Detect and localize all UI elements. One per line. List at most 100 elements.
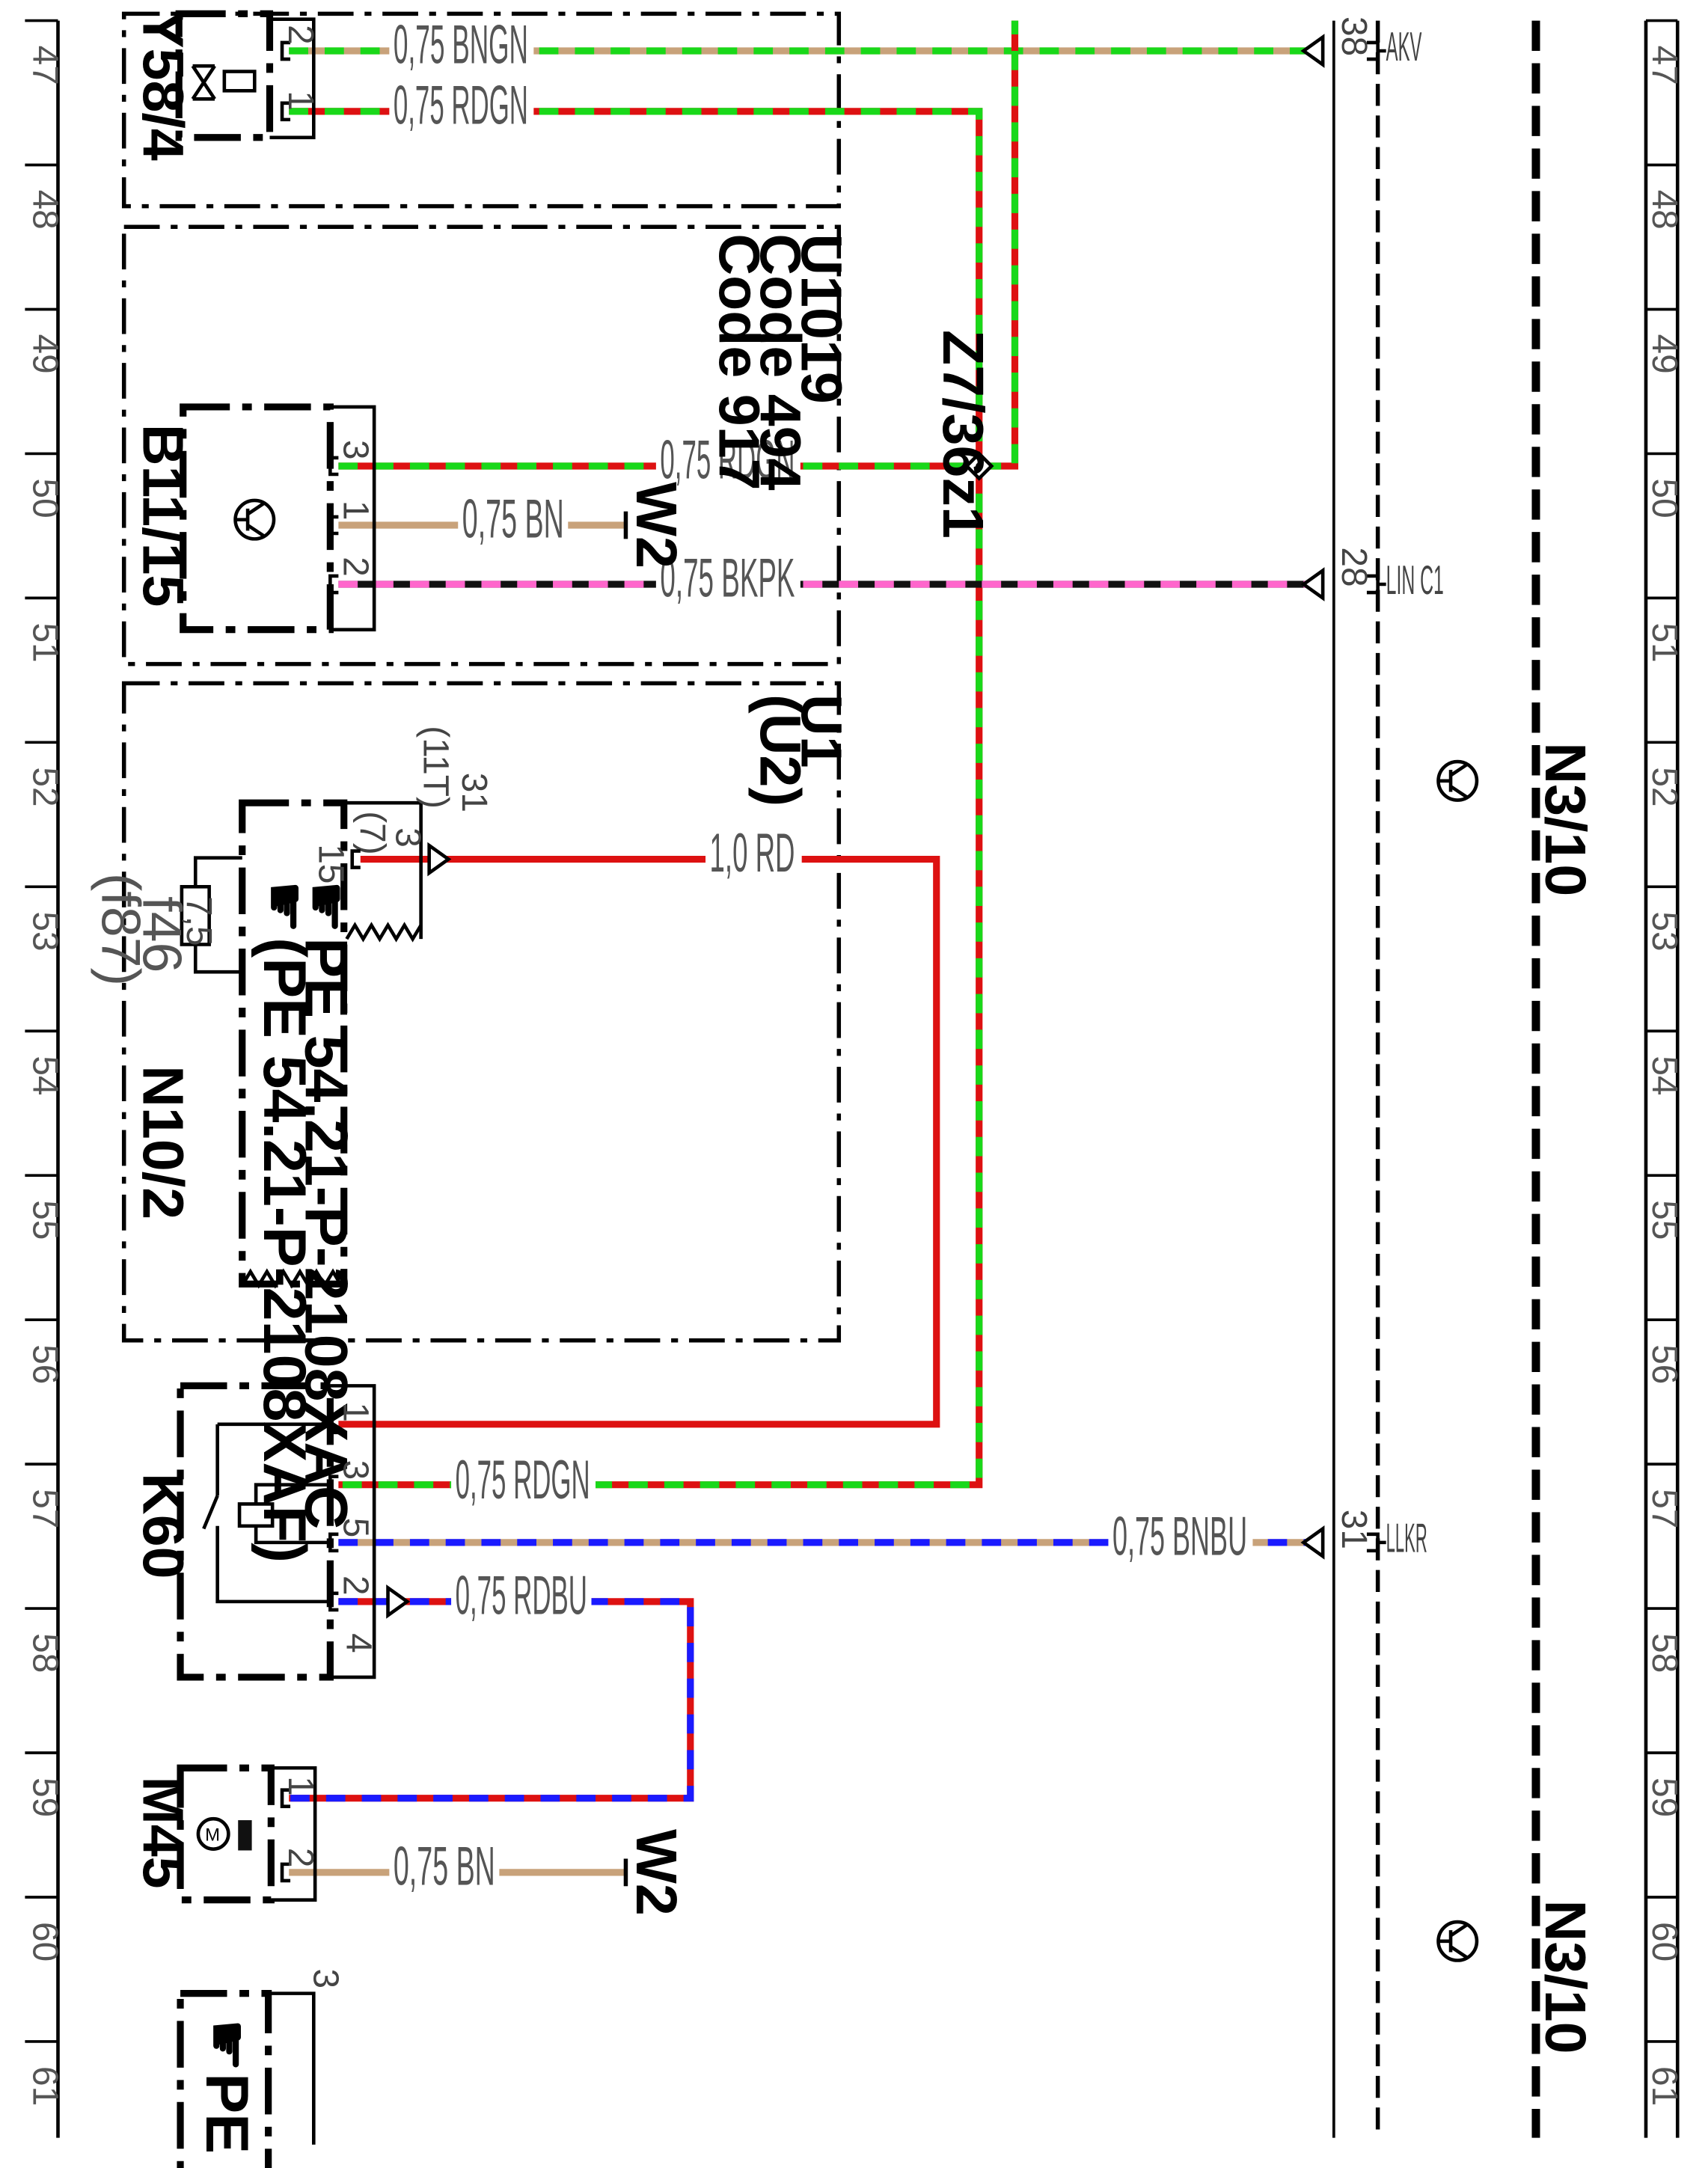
k60-connector	[330, 1384, 376, 1679]
ruler-number: 56	[1644, 1344, 1684, 1384]
wire-k60-rdbu-base	[289, 1598, 694, 1802]
pin-k60-2: 2	[336, 1576, 376, 1596]
pin-b11-1: 1	[336, 500, 376, 521]
label-n10-2: N10/2	[130, 1065, 195, 1219]
pin-bottom-3: 3	[305, 1969, 345, 1989]
label-w2-b: W2	[624, 1829, 688, 1916]
arrow-llkr-icon	[1300, 1525, 1325, 1560]
u1019-labels: U1019 Code 494 Code 917	[706, 233, 853, 490]
ruler-number: 47	[1644, 46, 1684, 85]
pin-m45-2: 2	[281, 1848, 320, 1868]
pin-bracket	[328, 515, 339, 536]
wire-label-y58-bngn: 0,75 BNGN	[394, 13, 528, 76]
wire-label-m45-bn: 0,75 BN	[394, 1834, 495, 1896]
ruler-number: 49	[25, 334, 64, 374]
pin-y58-2: 2	[281, 25, 320, 45]
ruler-number: 55	[1644, 1200, 1684, 1240]
k60-box	[177, 1382, 334, 1681]
component-pin-labels: 2 1 3 1 2 1 3 5 2 4 1 2	[281, 25, 378, 1867]
wire-label-n10-rd: 1,0 RD	[710, 821, 795, 884]
terminal-akv-bracket	[1366, 40, 1386, 61]
wire-label-k60-rdgn: 0,75 RDGN	[456, 1448, 590, 1510]
pin-k60-3: 3	[336, 1460, 376, 1480]
relay-coil-icon	[237, 1502, 275, 1528]
pin-bracket	[350, 849, 361, 869]
wire-label-b11-bkpk: 0,75 BKPK	[660, 547, 795, 609]
ruler-number: 61	[25, 2066, 64, 2106]
relay-switch-icon	[202, 1495, 219, 1530]
motor-brush-icon	[238, 1820, 252, 1851]
wire-labels: 0,75 BNGN 0,75 RDGN 0,75 RDGN 0,75 BN 0,…	[394, 13, 1247, 1897]
terminal-lin-bracket	[1366, 574, 1386, 595]
ruler-number: 54	[1644, 1056, 1684, 1095]
splice-z7-36z1: Z7/36z1	[931, 330, 995, 539]
ruler-number: 59	[25, 1777, 64, 1817]
pin-n3-31: 31	[1334, 1510, 1374, 1549]
ruler-number: 57	[25, 1489, 64, 1528]
pin-n3-38: 38	[1334, 16, 1374, 56]
ruler-number: 58	[25, 1633, 64, 1673]
hand-icon: ☛	[193, 2018, 260, 2072]
pin-bracket	[280, 1862, 291, 1883]
ruler-number: 53	[25, 911, 64, 951]
terminal-llkr: LLKR	[1386, 1515, 1427, 1561]
pin-n10-7: (7)	[352, 811, 392, 854]
label-u1: U1	[789, 694, 854, 768]
component-bottom-partial: ☛ PE ( 3	[177, 1969, 345, 2168]
pe-note-b: (PE 54.21-P-2108XAF)	[251, 937, 318, 1563]
motor-icon	[196, 1816, 230, 1851]
transistor-symbol-icon	[235, 501, 266, 538]
ruler-number: 60	[25, 1922, 64, 1962]
n10-2-connector-line	[343, 800, 423, 940]
component-y58-4: Y58/4	[130, 10, 316, 161]
m45-box	[177, 1764, 275, 1904]
ruler-number: 54	[25, 1056, 64, 1095]
ruler-number: 59	[1644, 1777, 1684, 1817]
terminal-llkr-bracket	[1366, 1532, 1386, 1553]
component-m45: M M45	[130, 1764, 317, 1904]
pin-bracket	[280, 40, 291, 61]
arrow-akv-icon	[1300, 34, 1325, 68]
ruler-number: 48	[25, 190, 64, 230]
label-u2: (U2)	[748, 694, 812, 806]
ground-w2-b: W2	[623, 1829, 688, 1916]
k60-internal-wiring	[215, 1422, 331, 1604]
ruler-number: 49	[1644, 334, 1684, 374]
label-code-494: Code 494	[748, 233, 812, 490]
ruler-number: 51	[1644, 622, 1684, 662]
wire-label-k60-bnbu: 0,75 BNBU	[1112, 1504, 1247, 1567]
ruler-number: 56	[25, 1344, 64, 1384]
ruler-number: 61	[1644, 2066, 1684, 2106]
wire-label-k60-rdbu: 0,75 RDBU	[456, 1564, 587, 1626]
fuse-value: 7,5	[179, 896, 218, 946]
label-b11-15: B11/15	[130, 424, 195, 607]
b11-15-connector	[330, 405, 376, 631]
pin-k60-5: 5	[336, 1518, 376, 1538]
pin-bracket	[328, 574, 339, 595]
m45-connector	[271, 1766, 317, 1902]
pin-n10-3: 3	[388, 827, 428, 848]
ruler-number: 50	[1644, 479, 1684, 518]
pin-b11-2: 2	[336, 557, 376, 577]
pin-m45-1: 1	[281, 1776, 320, 1796]
ruler-number: 55	[25, 1200, 64, 1240]
fuse-name: f46	[131, 896, 193, 973]
wire-k60-rdbu-stripe	[289, 1598, 694, 1802]
ruler-number: 48	[1644, 190, 1684, 230]
ruler-number: 58	[1644, 1633, 1684, 1673]
fuse-icon	[180, 884, 211, 946]
y58-4-connector	[269, 17, 316, 140]
panel-u1019	[121, 224, 842, 667]
n3-10-transistor-b-icon	[1436, 1920, 1479, 1962]
wire-label-b11-bn: 0,75 BN	[462, 488, 564, 550]
ruler-number: 53	[1644, 911, 1684, 951]
label-m45: M45	[130, 1777, 195, 1889]
terminal-lin-c1: LIN C1	[1386, 557, 1444, 603]
n10-2-break-icon	[345, 922, 423, 943]
wire-b11-rdgn-stripe	[338, 20, 1019, 470]
